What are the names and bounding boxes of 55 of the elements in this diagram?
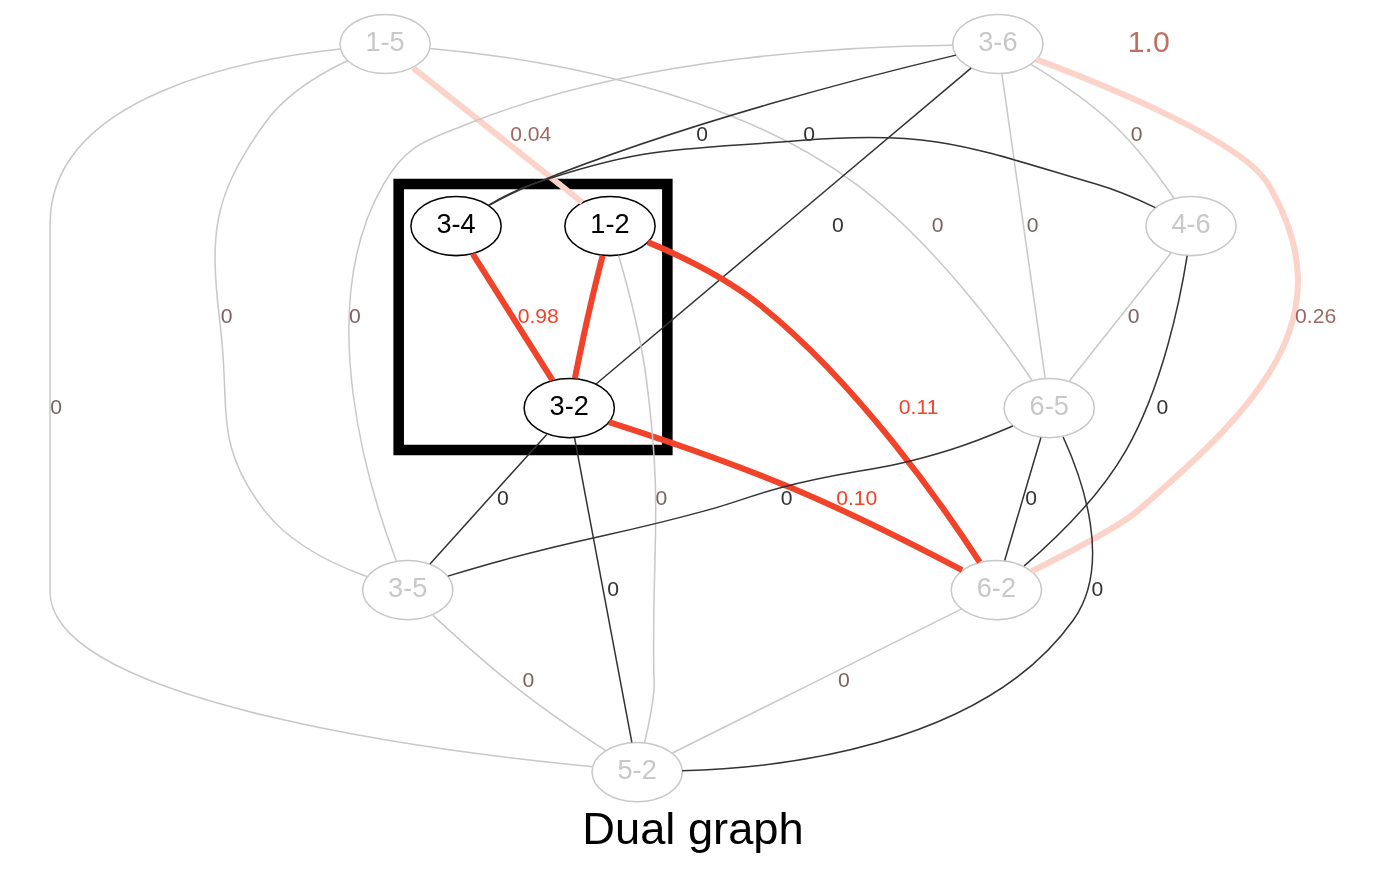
connector — [608, 419, 964, 573]
edge-label: 0 — [607, 576, 619, 600]
connector — [646, 239, 983, 564]
connector — [1068, 252, 1172, 382]
edge-label: 0 — [220, 303, 233, 327]
connector — [1004, 436, 1042, 561]
edge-label: 0 — [931, 212, 944, 236]
connector — [470, 252, 555, 382]
connector — [447, 425, 1014, 577]
edge-label: 0 — [696, 121, 708, 145]
edge-label: 0.04 — [510, 121, 552, 145]
edge-label: 0 — [1127, 303, 1140, 327]
caption: Dual graph — [582, 803, 804, 855]
edge-label: 0 — [50, 394, 62, 418]
connector — [617, 254, 657, 744]
node-ellipse: 3-2 — [523, 377, 616, 439]
edge-label: 0.98 — [517, 303, 559, 327]
edge-label: 0 — [655, 485, 668, 509]
connector — [49, 48, 594, 768]
cluster — [393, 178, 673, 456]
edge-label: 0 — [522, 667, 535, 691]
connector — [571, 254, 606, 379]
connector — [348, 44, 954, 562]
edge-label: 0 — [780, 485, 793, 509]
edge-label: 0 — [832, 212, 844, 236]
edge-label: 0 — [1130, 121, 1143, 145]
edge-label: 0 — [496, 485, 509, 509]
edge-label: 0 — [1091, 576, 1104, 600]
edge-label: 0 — [838, 667, 850, 691]
connector — [487, 136, 1157, 209]
connector — [1030, 63, 1175, 200]
label: 1.0 — [1127, 24, 1170, 58]
connector — [595, 67, 972, 385]
edge-label: 0.11 — [898, 394, 939, 418]
connector — [1030, 56, 1301, 575]
node-ellipse: 1-2 — [564, 195, 656, 257]
edge-label: 0.26 — [1295, 303, 1337, 327]
connector — [429, 47, 1033, 381]
connector — [671, 608, 963, 754]
connector — [488, 54, 957, 207]
edge-label: 0 — [1026, 212, 1039, 236]
edge-label: 0 — [1025, 485, 1037, 509]
connector — [1023, 255, 1188, 567]
connector — [681, 436, 1094, 772]
edge-label: 0.10 — [836, 485, 878, 509]
connector — [432, 614, 607, 752]
edge-label: 0 — [803, 121, 816, 145]
connector — [1001, 73, 1046, 379]
connector — [411, 65, 585, 205]
connector — [214, 60, 368, 578]
node-ellipse: 3-4 — [410, 195, 502, 257]
edge-label: 0 — [1156, 394, 1169, 418]
edge-label: 0 — [349, 303, 361, 327]
connector — [429, 433, 548, 565]
connector — [573, 437, 633, 744]
